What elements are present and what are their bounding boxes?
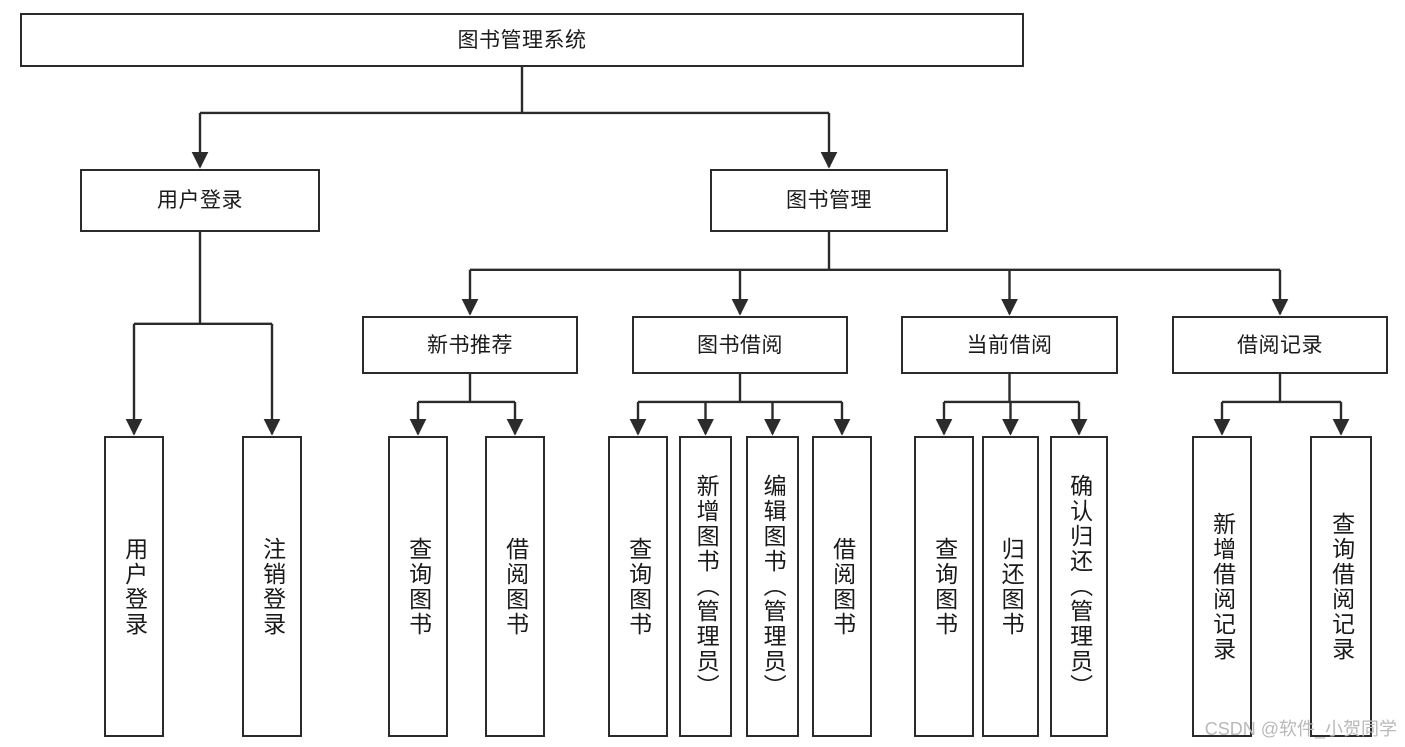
node-leaf-query-book-rec[interactable]: 查询图书 — [388, 436, 448, 737]
node-book-borrow[interactable]: 图书借阅 — [632, 316, 848, 374]
node-label: 图书借阅 — [697, 333, 783, 357]
node-label: 借阅图书 — [829, 536, 856, 637]
node-label: 注销登录 — [259, 536, 286, 637]
node-label: 当前借阅 — [966, 333, 1053, 357]
node-label: 编辑图书（管理员） — [760, 474, 787, 699]
node-label: 归还图书 — [998, 536, 1025, 637]
node-leaf-query-borrow-record[interactable]: 查询借阅记录 — [1310, 436, 1372, 737]
node-label: 借阅记录 — [1237, 333, 1323, 357]
node-leaf-confirm-return-admin[interactable]: 确认归还（管理员） — [1050, 436, 1108, 737]
node-label: 借阅图书 — [502, 536, 529, 637]
node-label: 查询图书 — [931, 536, 958, 637]
node-label: 新书推荐 — [427, 333, 513, 357]
node-user-login[interactable]: 用户登录 — [80, 169, 320, 232]
node-new-book-recommend[interactable]: 新书推荐 — [362, 316, 578, 374]
node-label: 新增借阅记录 — [1209, 511, 1236, 662]
node-leaf-add-book-admin[interactable]: 新增图书（管理员） — [679, 436, 732, 737]
node-label: 查询借阅记录 — [1328, 511, 1355, 662]
node-label: 图书管理 — [786, 189, 872, 212]
node-leaf-return-book[interactable]: 归还图书 — [982, 436, 1039, 737]
node-leaf-user-login[interactable]: 用户登录 — [104, 436, 164, 737]
node-borrow-record[interactable]: 借阅记录 — [1172, 316, 1388, 374]
node-label: 新增图书（管理员） — [693, 474, 720, 699]
node-leaf-borrow-book-rec[interactable]: 借阅图书 — [485, 436, 545, 737]
node-book-manage[interactable]: 图书管理 — [710, 169, 948, 232]
node-label: 用户登录 — [157, 189, 243, 212]
node-leaf-query-book-borrow[interactable]: 查询图书 — [608, 436, 668, 737]
node-current-borrow[interactable]: 当前借阅 — [901, 316, 1118, 374]
node-leaf-edit-book-admin[interactable]: 编辑图书（管理员） — [746, 436, 799, 737]
node-label: 查询图书 — [625, 536, 652, 637]
node-label: 查询图书 — [405, 536, 432, 637]
node-leaf-borrow-book[interactable]: 借阅图书 — [812, 436, 872, 737]
node-leaf-user-logout[interactable]: 注销登录 — [242, 436, 302, 737]
node-label: 图书管理系统 — [457, 28, 587, 52]
node-leaf-add-borrow-record[interactable]: 新增借阅记录 — [1192, 436, 1252, 737]
node-leaf-query-book-current[interactable]: 查询图书 — [914, 436, 974, 737]
node-label: 确认归还（管理员） — [1066, 474, 1093, 699]
node-label: 用户登录 — [121, 536, 148, 637]
node-root[interactable]: 图书管理系统 — [20, 13, 1024, 67]
